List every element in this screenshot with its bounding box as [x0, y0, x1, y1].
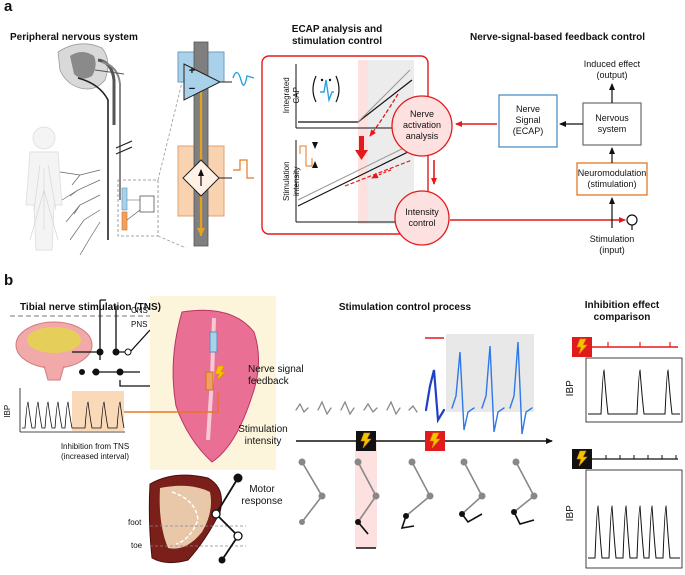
inhibition-title-line1: Inhibition effect — [584, 300, 660, 311]
ecap-title-line2: stimulation control — [292, 36, 382, 47]
intensity-control-node — [394, 190, 450, 246]
brain-signal-icon — [312, 75, 340, 103]
cap-plot — [295, 64, 414, 137]
nerve-activation-line3: analysis — [405, 131, 439, 141]
ibp-label-left: IBP — [2, 404, 12, 418]
nerve-feedback-line2: feedback — [248, 376, 289, 387]
foot-label: foot — [128, 518, 142, 527]
feedback-title: Nerve-signal-based feedback control — [470, 32, 646, 43]
zoomed-nerve-electrode — [177, 41, 232, 247]
toe-label: toe — [131, 541, 143, 550]
nerve-activation-line2: activation — [402, 120, 442, 130]
amp-plus-sign: + — [188, 65, 196, 77]
pns-title: Peripheral nervous system — [10, 32, 138, 43]
nerve-activation-node — [391, 95, 453, 157]
spinal-cord-illustration — [57, 43, 133, 240]
nerve-signal-line1: Nerve — [515, 104, 540, 114]
stim-intensity-line2: intensity — [244, 436, 282, 447]
integrated-cap-label-line2: CAP — [291, 87, 301, 104]
motor-response-line1: Motor — [249, 484, 275, 495]
stimulation-plot — [295, 136, 414, 223]
ibp-trace-left — [19, 388, 125, 433]
cns-label: CNS — [131, 306, 148, 315]
motor-response-line2: response — [241, 496, 283, 507]
nerve-signal-traces — [295, 341, 533, 435]
stimulation-input-line1: Stimulation — [589, 234, 635, 244]
leg-tns-illustration — [150, 296, 276, 470]
bladder-illustration — [15, 321, 93, 381]
nervous-system-line2: system — [597, 124, 627, 134]
inhibition-note-line1: Inhibition from TNS — [60, 442, 130, 451]
nervous-system-line1: Nervous — [595, 113, 629, 123]
nerve-feedback-line1: Nerve signal — [248, 364, 304, 375]
neuron-nodes — [79, 348, 132, 376]
induced-effect-line1: Induced effect — [583, 59, 641, 69]
stimulation-input-line2: (input) — [599, 245, 625, 255]
neuromodulation-line1: Neuromodulation — [577, 168, 647, 178]
stim-bolt-black — [356, 431, 376, 451]
stim-intensity-axis-line1: Stimulation — [281, 161, 291, 202]
inhibition-trace-red — [572, 337, 683, 423]
panel-a-label: a — [4, 0, 13, 15]
human-body-silhouette — [25, 126, 63, 251]
intensity-control-line1: Intensity — [405, 207, 439, 217]
zoom-box — [117, 179, 159, 237]
nerve-branches — [59, 169, 101, 256]
inhibition-note-line2: (increased interval) — [60, 452, 130, 461]
nerve-signal-box — [498, 94, 558, 148]
panel-b-label: b — [4, 272, 14, 289]
electrode-cuff-small — [121, 187, 155, 231]
integrated-cap-label-line1: Integrated — [281, 77, 291, 114]
stim-intensity-line1: Stimulation — [238, 424, 288, 435]
neuromodulation-line2: (stimulation) — [587, 179, 637, 189]
pulse-waveform-icon — [233, 159, 254, 179]
pns-label: PNS — [131, 320, 148, 329]
nerve-signal-line3: (ECAP) — [512, 126, 544, 136]
ibp-label-bottom: IBP — [564, 505, 576, 522]
intensity-control-line2: control — [408, 218, 436, 228]
ibp-label-top: IBP — [564, 380, 576, 397]
input-node-icon — [626, 214, 638, 226]
ecap-waveform-icon — [232, 71, 255, 86]
inhibition-title-line2: comparison — [593, 312, 651, 323]
stim-intensity-axis-line2: intensity — [291, 166, 301, 196]
foot-leg-illustration — [148, 473, 246, 564]
nerve-signal-line2: Signal — [515, 115, 541, 125]
tns-title: Tibial nerve stimulation (TNS) — [20, 302, 161, 313]
nervous-system-box — [582, 102, 642, 146]
induced-effect-line2: (output) — [596, 70, 628, 80]
nerve-activation-line1: Nerve — [409, 109, 434, 119]
amp-minus-sign: − — [188, 83, 196, 95]
inhibition-trace-black — [572, 449, 683, 569]
stim-pulse-icon — [299, 142, 318, 168]
stim-bolt-red — [425, 431, 445, 451]
motor-response-figures — [298, 458, 538, 535]
process-title: Stimulation control process — [338, 302, 472, 313]
ecap-title-line1: ECAP analysis and — [291, 24, 383, 35]
